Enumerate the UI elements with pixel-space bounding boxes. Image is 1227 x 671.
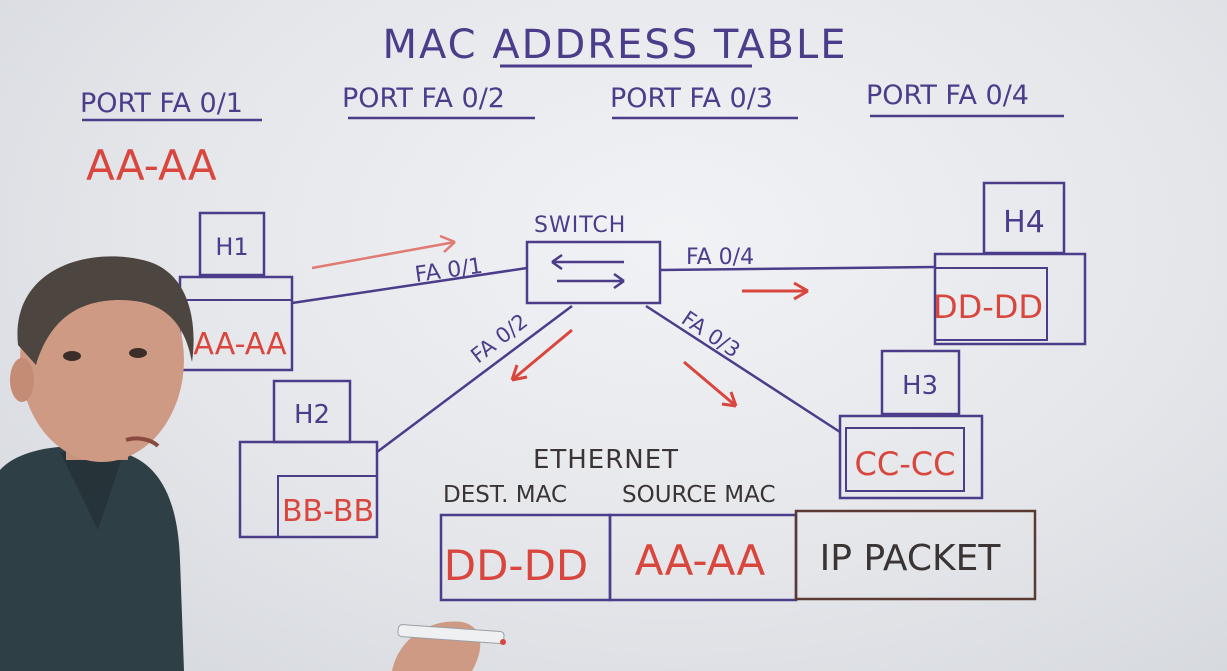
frame-dest-label: DEST. MAC: [443, 482, 567, 508]
host-h1-name: H1: [215, 233, 248, 261]
ethernet-frame: ETHERNET DEST. MAC SOURCE MAC DD-DD AA-A…: [439, 445, 1037, 602]
host-h1-mac: AA-AA: [193, 327, 287, 362]
frame-source-label: SOURCE MAC: [622, 482, 776, 508]
presenter-shirt: [0, 446, 184, 671]
svg-text:PORT FA 0/3: PORT FA 0/3: [610, 83, 773, 114]
switch-left-arrow-icon: [551, 253, 624, 271]
presenter: [0, 256, 506, 671]
port-header-fa04: PORT FA 0/4: [866, 80, 1064, 118]
mac-table-entry-fa01: AA-AA: [86, 141, 217, 190]
link-label-fa01: FA 0/1: [413, 254, 484, 288]
switch-label: SWITCH: [534, 213, 626, 238]
link-label-fa04: FA 0/4: [686, 245, 754, 270]
host-h1-monitor: [198, 211, 266, 277]
switch-right-arrow-icon: [557, 272, 625, 290]
host-h3-chassis: [838, 414, 984, 500]
port-header-fa03: PORT FA 0/3: [610, 83, 798, 120]
link-fa03: [645, 304, 841, 434]
switch-box: [525, 240, 662, 305]
presenter-hair: [17, 256, 194, 365]
frame-source-mac: AA-AA: [635, 536, 766, 585]
flow-arrow-to-h2-icon: [510, 328, 573, 382]
host-h2-name: H2: [294, 400, 330, 430]
link-label-fa03: FA 0/3: [677, 306, 744, 362]
diagram-title: MAC ADDRESS TABLE: [382, 22, 847, 68]
svg-text:PORT FA 0/1: PORT FA 0/1: [80, 88, 243, 119]
link-fa04: [659, 265, 936, 272]
port-header-fa01: PORT FA 0/1: [80, 88, 262, 122]
host-h2: H2 BB-BB: [238, 379, 379, 539]
flow-arrow-to-h4-icon: [742, 281, 809, 301]
host-h2-mac: BB-BB: [282, 494, 374, 529]
frame-payload-label: IP PACKET: [820, 538, 1002, 579]
svg-text:PORT FA 0/2: PORT FA 0/2: [342, 83, 505, 114]
frame-title: ETHERNET: [533, 445, 679, 475]
flow-arrow-h1-to-switch-icon: [311, 234, 456, 270]
host-h3-monitor: [880, 349, 961, 416]
port-header-fa02: PORT FA 0/2: [342, 83, 535, 120]
link-fa01: [291, 266, 528, 305]
svg-text:PORT FA 0/4: PORT FA 0/4: [866, 80, 1029, 111]
link-fa02: [376, 304, 573, 454]
host-h4-mac: DD-DD: [933, 288, 1043, 326]
host-h3: H3 CC-CC: [838, 349, 984, 500]
flow-arrow-to-h3-icon: [683, 360, 738, 408]
marker-icon: [397, 624, 505, 644]
host-h4: H4 DD-DD: [933, 181, 1087, 346]
host-h4-name: H4: [1003, 205, 1045, 240]
host-h1: H1 AA-AA: [178, 211, 294, 372]
host-h3-name: H3: [902, 371, 938, 401]
frame-payload-field: [794, 509, 1037, 601]
switch: SWITCH: [525, 213, 662, 305]
host-h3-mac: CC-CC: [855, 445, 956, 483]
frame-dest-mac: DD-DD: [444, 541, 589, 590]
